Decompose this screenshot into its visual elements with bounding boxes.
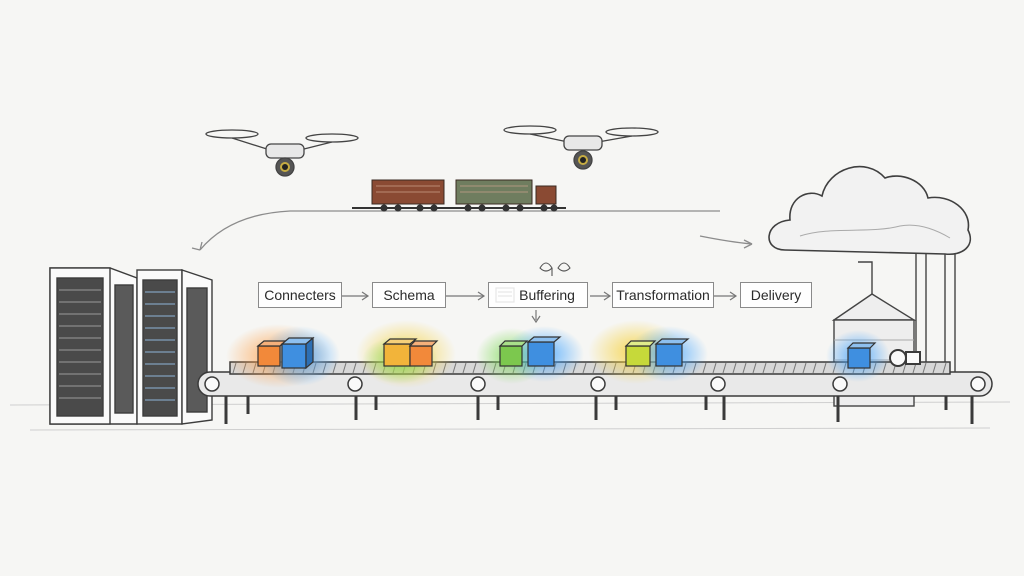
stage-transformation-label: Transformation bbox=[612, 282, 714, 308]
drone-icon bbox=[205, 129, 359, 177]
server-rack-icon bbox=[49, 267, 138, 425]
stage-arrows bbox=[342, 291, 738, 324]
drone-icon bbox=[503, 125, 659, 170]
stage-buffering-label: Buffering bbox=[488, 282, 588, 308]
data-cube-icon bbox=[498, 336, 562, 367]
server-rack-icon bbox=[136, 269, 213, 425]
stage-schema-label: Schema bbox=[372, 282, 446, 308]
data-cube-icon bbox=[624, 338, 690, 367]
freight-train-icon bbox=[352, 179, 566, 212]
data-cube-icon bbox=[846, 342, 877, 369]
cloud-icon bbox=[768, 165, 971, 255]
stage-connecters-label: Connecters bbox=[258, 282, 342, 308]
data-cube-icon bbox=[256, 336, 315, 370]
stage-delivery-label: Delivery bbox=[740, 282, 812, 308]
data-cube-icon bbox=[382, 338, 439, 367]
top-flow-arrow bbox=[191, 210, 753, 251]
